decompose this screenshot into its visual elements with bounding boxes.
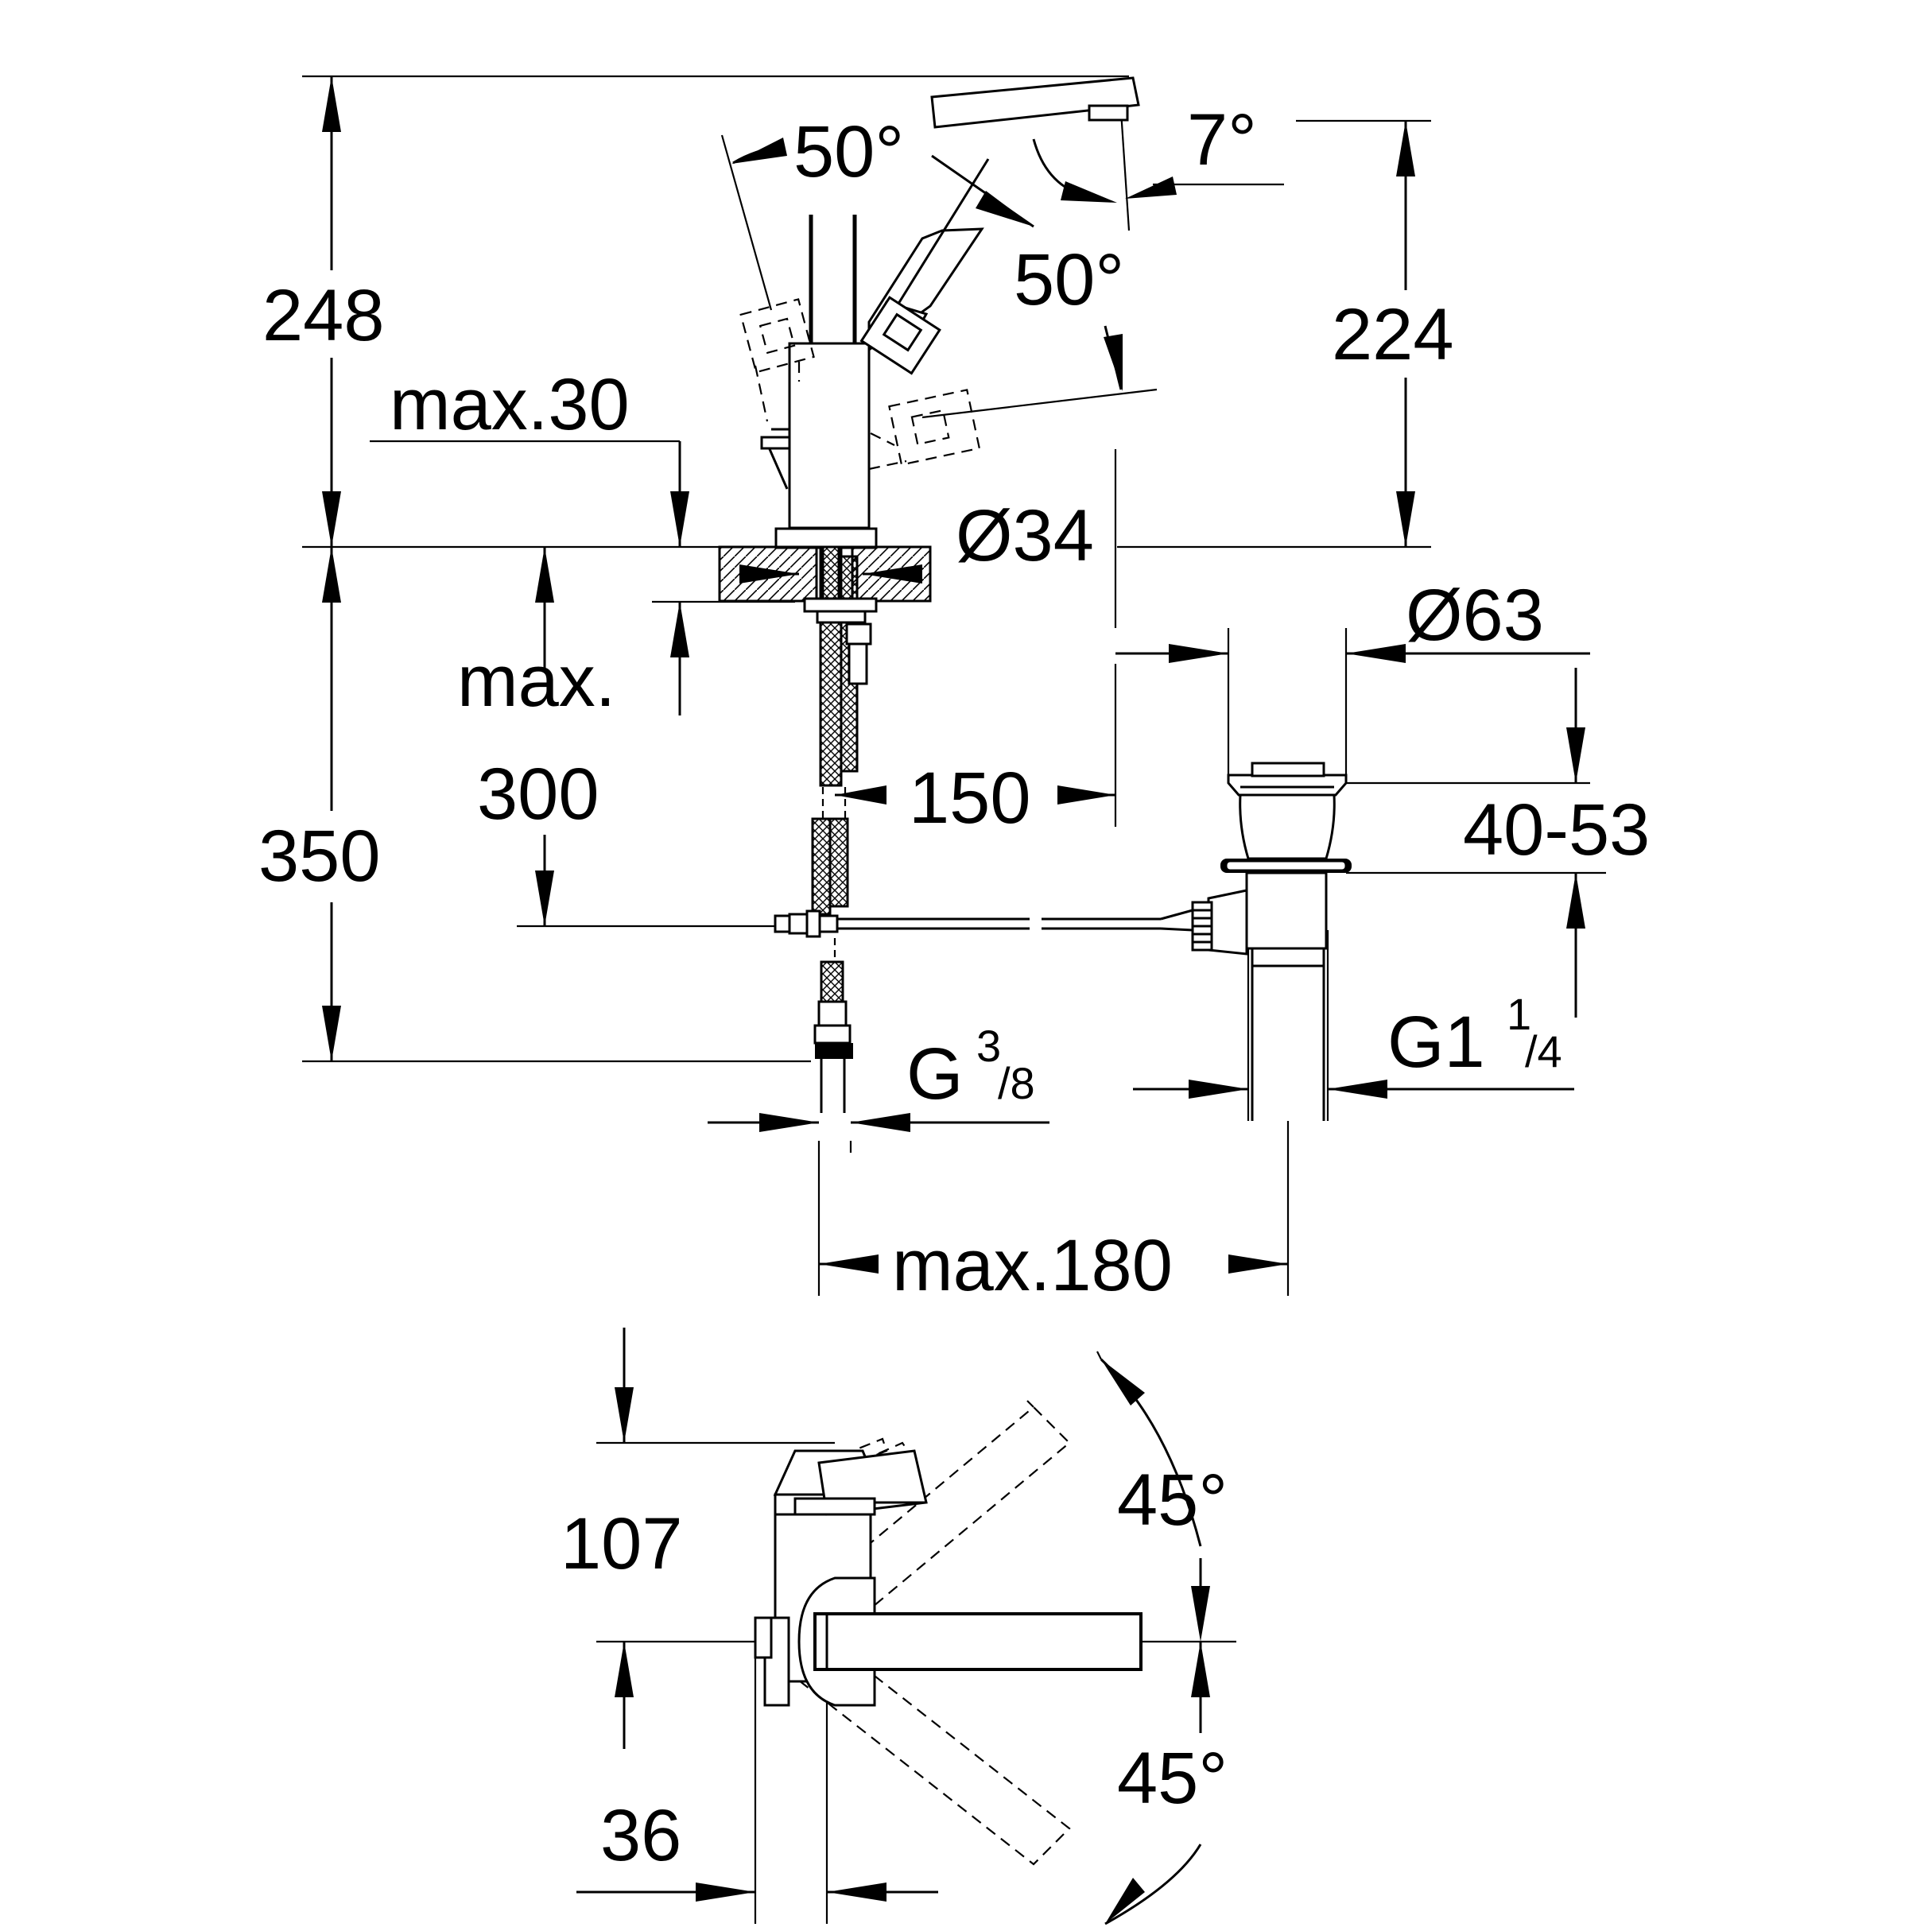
dim-g114 (1133, 1080, 1574, 1099)
label-248: 248 (262, 275, 385, 356)
label-50-right: 50° (1014, 239, 1124, 320)
dim-36 (576, 1883, 938, 1902)
dim-150 (835, 785, 1115, 805)
label-max30: max.30 (390, 364, 630, 445)
label-dia34: Ø34 (956, 495, 1094, 576)
label-36: 36 (600, 1795, 681, 1876)
dim-max180 (819, 1254, 1288, 1274)
plan-view: 107 36 45° 45° (561, 1328, 1236, 1925)
label-g-num: 3 (976, 1021, 1001, 1071)
label-350: 350 (258, 816, 381, 897)
dim-g38 (708, 1113, 1049, 1132)
side-elevation: 248 350 224 max.30 (254, 75, 1650, 1306)
dim-40-53 (1566, 668, 1585, 1018)
dim-224 (1328, 121, 1479, 547)
label-g-den: /8 (998, 1058, 1035, 1108)
label-g1-num: 1 (1507, 989, 1531, 1039)
shank-hoses (774, 545, 878, 1113)
dim-angle-45-top (1100, 1358, 1210, 1642)
dim-angle-50-left (731, 138, 787, 165)
dim-max30 (670, 441, 689, 715)
dim-dia63 (1115, 644, 1590, 663)
dim-248 (254, 76, 405, 547)
plan-body (754, 1449, 1143, 1707)
spout (930, 76, 1140, 129)
dim-350 (254, 547, 405, 1061)
label-45-bottom: 45° (1117, 1738, 1228, 1819)
label-7: 7° (1187, 99, 1257, 180)
waste-assembly (1191, 762, 1352, 1121)
dim-107 (615, 1328, 634, 1749)
lever-positions-dashed (739, 298, 981, 471)
label-224: 224 (1332, 294, 1454, 375)
label-g1-den: /4 (1525, 1026, 1562, 1076)
dim-angle-45-bottom (1104, 1642, 1210, 1925)
popup-rod (837, 909, 1193, 932)
dim-angle-7 (1032, 138, 1177, 203)
label-g: G (906, 1033, 964, 1115)
label-max: max. (457, 641, 615, 722)
label-g1: G1 (1387, 1002, 1485, 1083)
label-50-left: 50° (793, 111, 904, 192)
label-300: 300 (477, 754, 599, 835)
label-dia63: Ø63 (1406, 575, 1544, 656)
label-40-53: 40-53 (1463, 789, 1650, 871)
label-150: 150 (909, 758, 1031, 839)
label-107: 107 (561, 1503, 683, 1584)
dim-angle-50-right (931, 154, 1123, 391)
label-45-top: 45° (1117, 1460, 1228, 1541)
faucet-body (760, 215, 878, 549)
dim-max300 (535, 547, 554, 926)
label-max180: max.180 (892, 1225, 1173, 1306)
lever (859, 158, 990, 375)
